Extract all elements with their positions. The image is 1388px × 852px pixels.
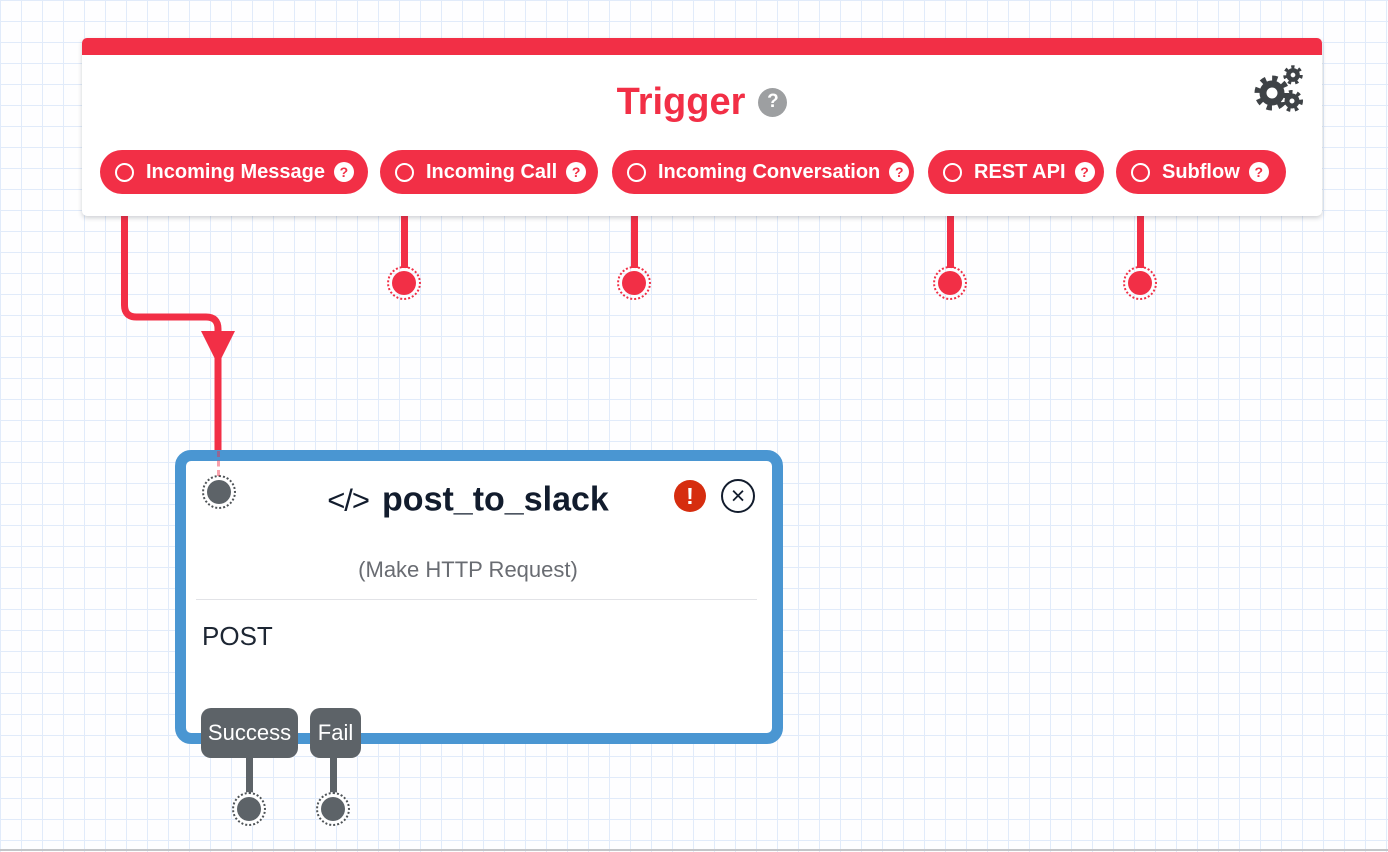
dot-fill [392,271,416,295]
output-dot-success[interactable] [232,792,266,826]
widget-title: post_to_slack [382,480,609,519]
trigger-tab-incoming-message[interactable]: Incoming Message ? [100,150,368,194]
tab-help-icon[interactable]: ? [333,162,354,182]
trigger-title: Trigger [616,81,746,123]
tab-help-icon[interactable]: ? [1074,162,1095,182]
radio-circle-icon [395,162,414,182]
output-fail-button[interactable]: Fail [310,708,361,758]
settings-gears-icon[interactable] [1251,64,1303,116]
output-dot-fail[interactable] [316,792,350,826]
http-method-label: POST [202,621,273,651]
tab-label: Incoming Conversation [658,160,881,183]
connector-dot-rest-api[interactable] [932,266,967,300]
divider [196,599,757,600]
trigger-header: Trigger ? [82,82,1322,122]
dot-fill [207,480,231,504]
tab-help-icon[interactable]: ? [889,162,910,182]
trigger-tab-incoming-call[interactable]: Incoming Call ? [380,150,598,194]
connector-entry-dashes [217,451,220,476]
dot-fill [237,797,261,821]
widget-post-to-slack[interactable]: </> post_to_slack ! × (Make HTTP Request… [175,450,783,758]
close-icon[interactable]: × [721,479,755,513]
trigger-accent-bar [82,38,1322,55]
dot-fill [321,797,345,821]
connector-stem-incoming-conversation [630,190,638,268]
error-badge-icon: ! [674,480,706,512]
tab-help-icon[interactable]: ? [566,162,587,182]
widget-header: </> post_to_slack [327,481,609,520]
widget-input-dot[interactable] [202,475,236,509]
connector-dot-incoming-conversation[interactable] [616,266,651,300]
dot-fill [1127,271,1152,295]
canvas-boundary [0,849,1388,851]
radio-circle-icon [1131,162,1150,182]
trigger-tab-incoming-conversation[interactable]: Incoming Conversation ? [612,150,914,194]
tab-label: REST API [974,160,1066,183]
output-stem-success [246,757,253,797]
connector-stem-incoming-call [401,190,408,268]
trigger-help-icon[interactable]: ? [758,87,788,117]
tab-label: Incoming Call [426,160,558,183]
connector-dot-subflow[interactable] [1122,266,1157,300]
dot-fill [937,271,962,295]
trigger-tab-subflow[interactable]: Subflow ? [1116,150,1286,194]
radio-circle-icon [943,162,962,182]
connector-stem-rest-api [946,190,954,268]
tab-help-icon[interactable]: ? [1248,162,1269,182]
connector-stem-subflow [1136,190,1144,268]
widget-type-label: (Make HTTP Request) [358,557,578,582]
connector-arrowhead-icon [201,331,235,365]
output-success-button[interactable]: Success [201,708,298,758]
trigger-widget[interactable]: Trigger ? Incoming Message ? Incoming Ca… [82,38,1322,216]
radio-circle-icon [115,162,134,182]
trigger-tab-rest-api[interactable]: REST API ? [928,150,1104,194]
dot-fill [621,271,646,295]
tab-label: Incoming Message [146,160,325,183]
code-icon: </> [327,482,370,517]
tab-label: Subflow [1162,160,1240,183]
output-stem-fail [330,757,337,797]
radio-circle-icon [627,162,646,182]
connector-dot-incoming-call[interactable] [387,266,421,300]
